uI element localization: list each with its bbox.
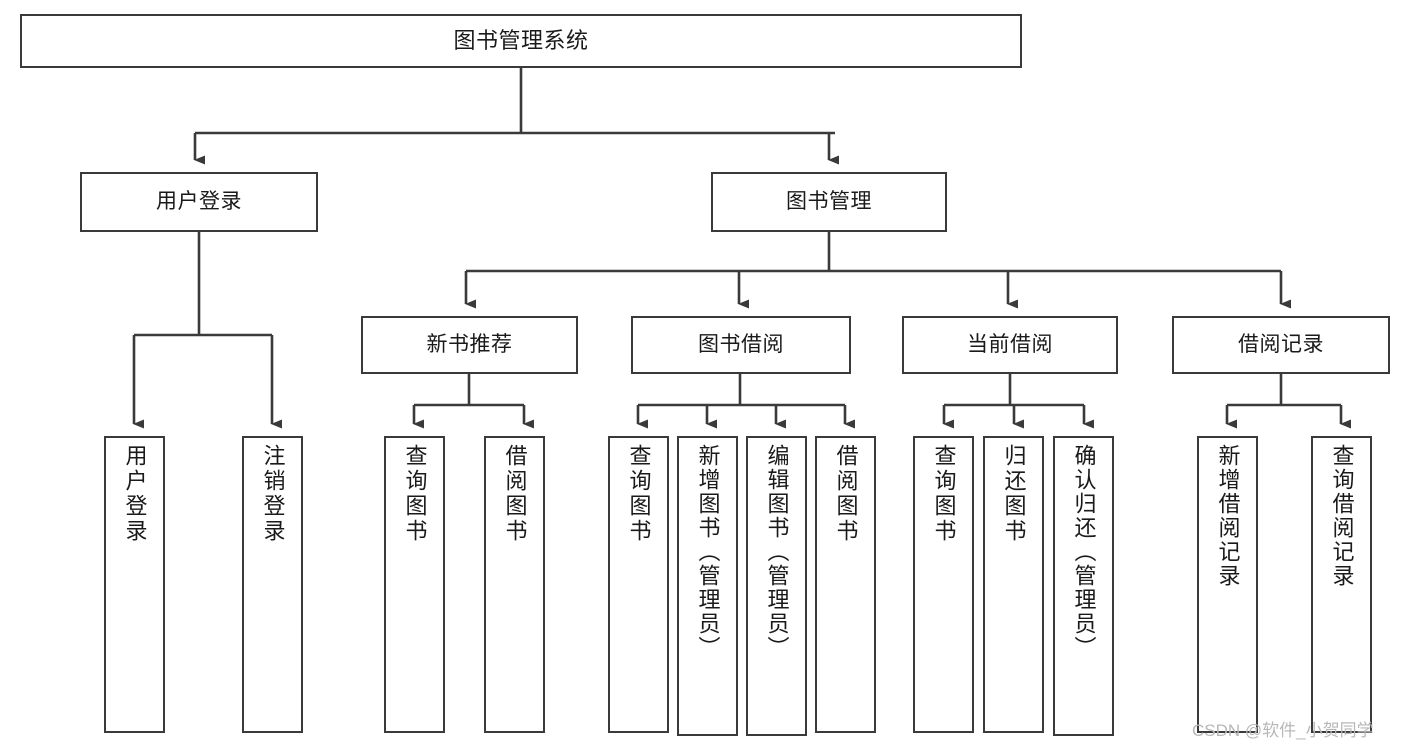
node-root-system[interactable]: 图书管理系统 [20, 14, 1022, 68]
node-label: 新增图书（管理员） [695, 444, 721, 660]
node-label: 借阅记录 [1238, 332, 1324, 356]
leaf-query-borrow-record[interactable]: 查询借阅记录 [1311, 436, 1372, 733]
leaf-query-book-borrow[interactable]: 查询图书 [608, 436, 669, 733]
leaf-borrow-book-borrow[interactable]: 借阅图书 [815, 436, 876, 733]
node-label: 归还图书 [1001, 444, 1027, 544]
node-label: 借阅图书 [502, 444, 528, 544]
leaf-return-book[interactable]: 归还图书 [983, 436, 1044, 733]
node-borrow-record[interactable]: 借阅记录 [1172, 316, 1390, 374]
node-label: 图书借阅 [698, 332, 784, 356]
leaf-query-book-current[interactable]: 查询图书 [913, 436, 974, 733]
leaf-query-book-recommend[interactable]: 查询图书 [384, 436, 445, 733]
node-book-manage[interactable]: 图书管理 [711, 172, 947, 232]
node-label: 用户登录 [156, 189, 242, 213]
node-label: 确认归还（管理员） [1071, 444, 1097, 660]
leaf-add-book[interactable]: 新增图书（管理员） [677, 436, 738, 736]
node-label: 编辑图书（管理员） [764, 444, 790, 660]
node-label: 图书管理 [786, 189, 872, 213]
leaf-borrow-book-recommend[interactable]: 借阅图书 [484, 436, 545, 733]
node-label: 查询图书 [626, 444, 652, 544]
leaf-edit-book[interactable]: 编辑图书（管理员） [746, 436, 807, 736]
csdn-watermark: CSDN @软件_小贺同学 [1192, 721, 1374, 740]
node-book-borrow[interactable]: 图书借阅 [631, 316, 851, 374]
node-label: 查询图书 [931, 444, 957, 544]
node-label: 查询借阅记录 [1329, 444, 1355, 588]
node-label: 注销登录 [260, 444, 286, 544]
leaf-user-login[interactable]: 用户登录 [104, 436, 165, 733]
leaf-add-borrow-record[interactable]: 新增借阅记录 [1197, 436, 1258, 733]
node-new-book-recommend[interactable]: 新书推荐 [361, 316, 578, 374]
node-user-login[interactable]: 用户登录 [80, 172, 318, 232]
leaf-confirm-return[interactable]: 确认归还（管理员） [1053, 436, 1114, 736]
node-label: 查询图书 [402, 444, 428, 544]
node-current-borrow[interactable]: 当前借阅 [902, 316, 1118, 374]
node-label: 新书推荐 [426, 332, 513, 356]
node-label: 新增借阅记录 [1215, 444, 1241, 588]
leaf-user-logout[interactable]: 注销登录 [242, 436, 303, 733]
node-label: 当前借阅 [967, 332, 1053, 356]
node-label: 图书管理系统 [453, 28, 589, 54]
node-label: 借阅图书 [833, 444, 859, 544]
node-label: 用户登录 [122, 444, 148, 544]
